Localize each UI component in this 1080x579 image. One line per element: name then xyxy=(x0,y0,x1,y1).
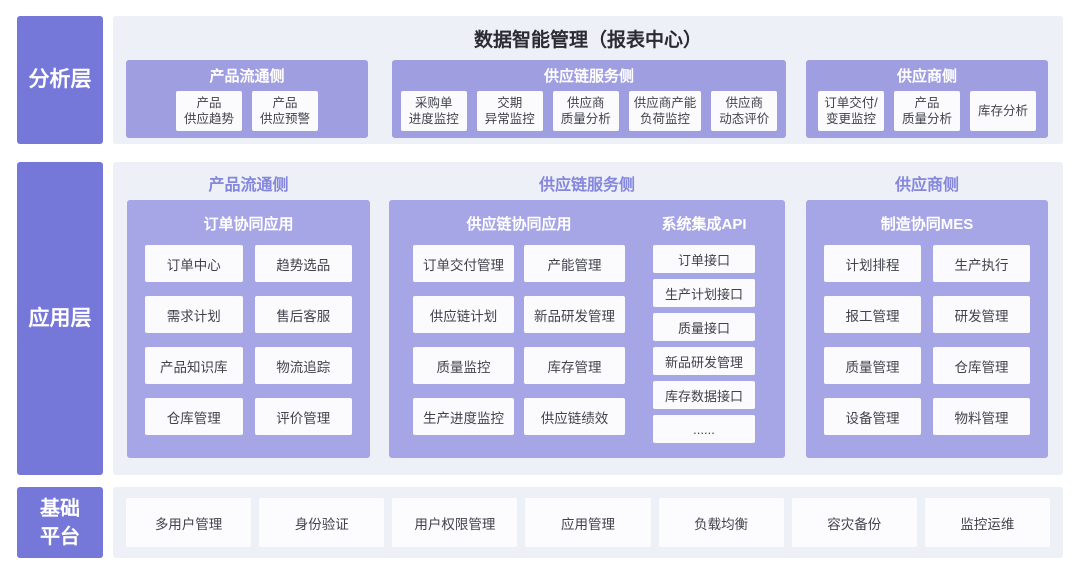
layer-label-analysis: 分析层 xyxy=(17,16,103,144)
chip: 采购单 进度监控 xyxy=(400,91,467,131)
chip: 仓库管理 xyxy=(933,347,1030,384)
chip: 评价管理 xyxy=(254,398,352,435)
chip: 负载均衡 xyxy=(658,498,784,547)
chip-row: 产品 供应趋势 产品 供应预警 xyxy=(176,91,318,131)
chip: 需求计划 xyxy=(145,296,243,333)
application-panel: 产品流通侧 供应链服务侧 供应商侧 订单协同应用 订单中心 趋势选品 需求计划 … xyxy=(113,162,1063,475)
chip: 研发管理 xyxy=(933,296,1030,333)
chip: 物料管理 xyxy=(933,398,1030,435)
chip: 新品研发管理 xyxy=(653,347,755,375)
group-title: 供应商侧 xyxy=(896,68,957,85)
chip: 容灾备份 xyxy=(791,498,917,547)
chip: 订单交付/ 变更监控 xyxy=(818,91,884,131)
chip: 生产执行 xyxy=(933,245,1030,282)
chip: 产品 供应预警 xyxy=(252,91,318,131)
chip: 供应商 动态评价 xyxy=(711,91,778,131)
group-title: 产品流通侧 xyxy=(209,68,285,85)
group-order-collaboration-app: 订单协同应用 订单中心 趋势选品 需求计划 售后客服 产品知识库 物流追踪 仓库… xyxy=(127,200,370,458)
group-title: 系统集成API xyxy=(661,216,747,233)
chip: 质量接口 xyxy=(653,313,755,341)
chip-grid: 订单中心 趋势选品 需求计划 售后客服 产品知识库 物流追踪 仓库管理 评价管理 xyxy=(127,245,370,435)
subgroup-system-integration-api: 系统集成API 订单接口 生产计划接口 质量接口 新品研发管理 库存数据接口 .… xyxy=(653,200,755,458)
chip: 产品知识库 xyxy=(145,347,243,384)
chip: 售后客服 xyxy=(254,296,352,333)
chip: 生产计划接口 xyxy=(653,279,755,307)
diagram-title: 数据智能管理（报表中心） xyxy=(473,30,702,51)
group-manufacturing-mes: 制造协同MES 计划排程 生产执行 报工管理 研发管理 质量管理 仓库管理 设备… xyxy=(806,200,1048,458)
chip: 库存分析 xyxy=(970,91,1036,131)
group-title: 订单协同应用 xyxy=(203,216,294,233)
group-title: 供应链服务侧 xyxy=(543,68,634,85)
chip: 供应链绩效 xyxy=(524,398,625,435)
chip: 物流追踪 xyxy=(254,347,352,384)
section-header-supply-chain-service: 供应链服务侧 xyxy=(538,177,635,194)
chip: 供应商产能 负荷监控 xyxy=(628,91,702,131)
chip: 质量管理 xyxy=(824,347,921,384)
chip: 库存管理 xyxy=(524,347,625,384)
chip: 身份验证 xyxy=(259,498,385,547)
layer-label-application: 应用层 xyxy=(17,162,103,475)
chip: 供应商 质量分析 xyxy=(552,91,619,131)
group-supply-chain-collaboration: 供应链协同应用 订单交付管理 产能管理 供应链计划 新品研发管理 质量监控 库存… xyxy=(389,200,785,458)
chip: 产品 质量分析 xyxy=(894,91,960,131)
chip: 产能管理 xyxy=(524,245,625,282)
subgroup-supply-chain-app: 供应链协同应用 订单交付管理 产能管理 供应链计划 新品研发管理 质量监控 库存… xyxy=(413,200,625,458)
section-header-supplier: 供应商侧 xyxy=(894,177,959,194)
chip: 库存数据接口 xyxy=(653,381,755,409)
analysis-group-supplier: 供应商侧 订单交付/ 变更监控 产品 质量分析 库存分析 xyxy=(806,60,1048,138)
chip: 监控运维 xyxy=(924,498,1050,547)
chip: 质量监控 xyxy=(413,347,514,384)
chip: 新品研发管理 xyxy=(524,296,625,333)
layer-label-platform: 基础 平台 xyxy=(17,487,103,558)
platform-panel: 多用户管理 身份验证 用户权限管理 应用管理 负载均衡 容灾备份 监控运维 xyxy=(113,487,1063,558)
chip-grid: 订单交付管理 产能管理 供应链计划 新品研发管理 质量监控 库存管理 生产进度监… xyxy=(413,245,625,435)
chip: 订单接口 xyxy=(653,245,755,273)
chip: 生产进度监控 xyxy=(413,398,514,435)
chip: ...... xyxy=(653,415,755,443)
chip-list: 订单接口 生产计划接口 质量接口 新品研发管理 库存数据接口 ...... xyxy=(653,245,755,443)
chip-row: 采购单 进度监控 交期 异常监控 供应商 质量分析 供应商产能 负荷监控 供应商… xyxy=(400,91,778,131)
analysis-panel: 数据智能管理（报表中心） 产品流通侧 产品 供应趋势 产品 供应预警 供应链服务… xyxy=(113,16,1063,144)
chip: 计划排程 xyxy=(824,245,921,282)
chip: 用户权限管理 xyxy=(392,498,518,547)
chip: 产品 供应趋势 xyxy=(176,91,242,131)
chip: 报工管理 xyxy=(824,296,921,333)
chip-grid: 计划排程 生产执行 报工管理 研发管理 质量管理 仓库管理 设备管理 物料管理 xyxy=(806,245,1048,435)
chip: 仓库管理 xyxy=(145,398,243,435)
chip: 供应链计划 xyxy=(413,296,514,333)
chip: 多用户管理 xyxy=(126,498,252,547)
chip: 趋势选品 xyxy=(254,245,352,282)
analysis-group-product-circulation: 产品流通侧 产品 供应趋势 产品 供应预警 xyxy=(126,60,368,138)
chip: 订单交付管理 xyxy=(413,245,514,282)
chip: 设备管理 xyxy=(824,398,921,435)
section-header-product-circulation: 产品流通侧 xyxy=(208,177,289,194)
chip: 应用管理 xyxy=(525,498,651,547)
group-title: 制造协同MES xyxy=(880,216,974,233)
group-title: 供应链协同应用 xyxy=(466,216,572,233)
chip: 交期 异常监控 xyxy=(476,91,543,131)
analysis-group-supply-chain-service: 供应链服务侧 采购单 进度监控 交期 异常监控 供应商 质量分析 供应商产能 负… xyxy=(392,60,786,138)
chip-row: 订单交付/ 变更监控 产品 质量分析 库存分析 xyxy=(818,91,1036,131)
chip: 订单中心 xyxy=(145,245,243,282)
